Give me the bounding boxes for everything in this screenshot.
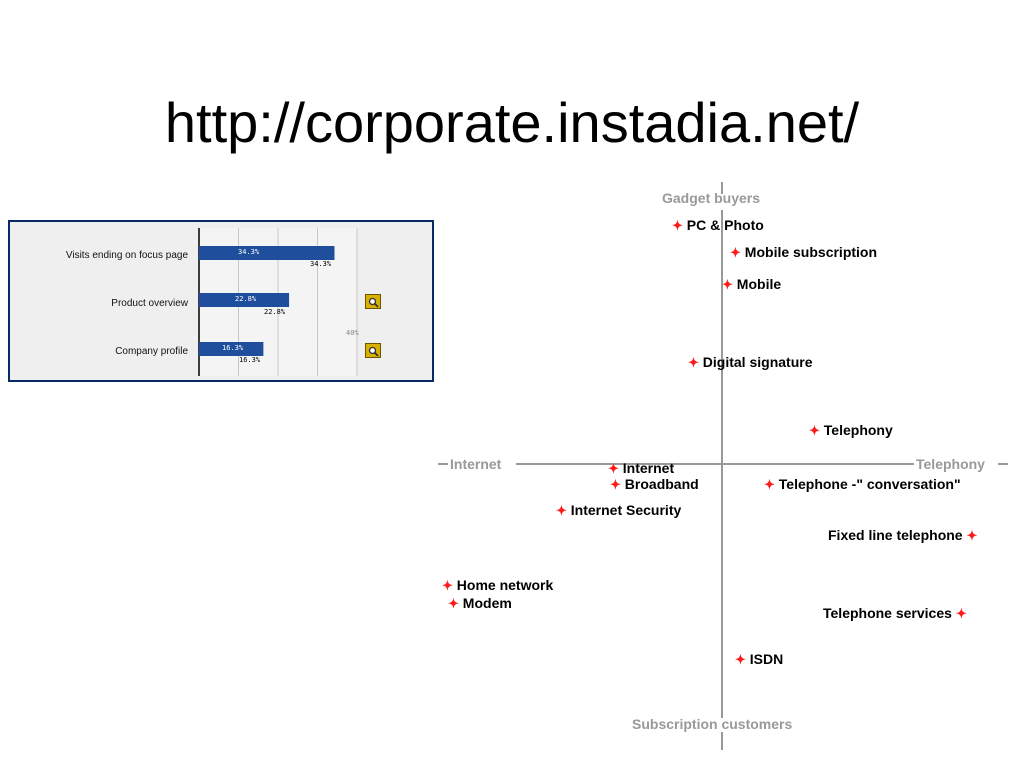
map-item-label: Fixed line telephone <box>828 527 963 543</box>
map-item-mobile-subscription: ✦ Mobile subscription <box>730 244 877 261</box>
bar-outer-label: 16.3% <box>239 356 261 364</box>
map-item-internet-security: ✦ Internet Security <box>556 502 681 519</box>
map-item-broadband: ✦ Broadband <box>610 476 699 493</box>
bar-0 <box>199 246 335 260</box>
map-item-telephony: ✦ Telephony <box>809 422 893 439</box>
map-item-internet: ✦ Internet <box>608 460 674 477</box>
map-item-label: Modem <box>462 595 512 611</box>
slide-title: http://corporate.instadia.net/ <box>164 91 860 154</box>
map-item-label: Digital signature <box>702 354 813 370</box>
axis-max-label: 40% <box>346 329 359 337</box>
marker-icon: ✦ <box>610 477 621 492</box>
marker-icon: ✦ <box>722 277 733 292</box>
map-item-pc-photo: ✦ PC & Photo <box>672 217 764 234</box>
map-item-label: Broadband <box>624 476 699 492</box>
marker-icon: ✦ <box>448 596 459 611</box>
marker-icon: ✦ <box>688 355 699 370</box>
map-item-label: Home network <box>456 577 554 593</box>
marker-icon: ✦ <box>442 578 453 593</box>
zoom-button[interactable] <box>365 294 381 309</box>
bar-chart-panel: Visits ending on focus page Product over… <box>8 220 434 382</box>
marker-icon: ✦ <box>955 606 967 621</box>
map-item-mobile: ✦ Mobile <box>722 276 781 293</box>
map-item-label: Telephone -" conversation" <box>778 476 961 492</box>
map-item-telephone-services: Telephone services ✦ <box>823 605 967 622</box>
map-item-label: PC & Photo <box>686 217 764 233</box>
bar-outer-label: 22.8% <box>264 308 286 316</box>
map-item-fixed-line-telephone: Fixed line telephone ✦ <box>828 527 977 544</box>
axis-label-left: Internet <box>450 456 502 472</box>
marker-icon: ✦ <box>730 245 741 260</box>
axis-label-right: Telephony <box>916 456 985 472</box>
marker-icon: ✦ <box>735 652 746 667</box>
bar-inner-label: 16.3% <box>222 344 244 352</box>
marker-icon: ✦ <box>672 218 683 233</box>
positioning-map: Gadget buyers Subscription customers Int… <box>420 180 1020 760</box>
bar-inner-label: 34.3% <box>238 248 260 256</box>
axis-label-top: Gadget buyers <box>662 190 761 206</box>
marker-icon: ✦ <box>556 503 567 518</box>
marker-icon: ✦ <box>608 461 619 476</box>
positioning-map-axes <box>438 182 1008 750</box>
bar-1 <box>199 293 290 307</box>
zoom-button[interactable] <box>365 343 381 358</box>
bar-outer-label: 34.3% <box>310 260 332 268</box>
map-item-modem: ✦ Modem <box>448 595 512 612</box>
marker-icon: ✦ <box>809 423 820 438</box>
bar-inner-label: 22.8% <box>235 295 257 303</box>
bar-chart-canvas <box>198 228 358 376</box>
map-item-telephone-conversation: ✦ Telephone -" conversation" <box>764 476 961 493</box>
axis-label-bottom: Subscription customers <box>632 716 793 732</box>
magnifier-icon <box>368 346 379 357</box>
map-item-label: Mobile subscription <box>744 244 878 260</box>
map-item-label: Telephony <box>823 422 893 438</box>
marker-icon: ✦ <box>764 477 775 492</box>
magnifier-icon <box>368 297 379 308</box>
category-label-visits: Visits ending on focus page <box>65 250 188 261</box>
map-item-label: Internet Security <box>570 502 682 518</box>
bar-2 <box>199 342 264 356</box>
map-item-isdn: ✦ ISDN <box>735 651 783 668</box>
map-item-label: ISDN <box>749 651 784 667</box>
map-item-label: Telephone services <box>823 605 952 621</box>
marker-icon: ✦ <box>966 528 978 543</box>
map-item-digital-signature: ✦ Digital signature <box>688 354 812 371</box>
category-label-company-profile: Company profile <box>115 346 188 357</box>
map-item-label: Internet <box>622 460 675 476</box>
map-item-label: Mobile <box>736 276 782 292</box>
category-label-product-overview: Product overview <box>111 298 188 309</box>
map-item-home-network: ✦ Home network <box>442 577 553 594</box>
